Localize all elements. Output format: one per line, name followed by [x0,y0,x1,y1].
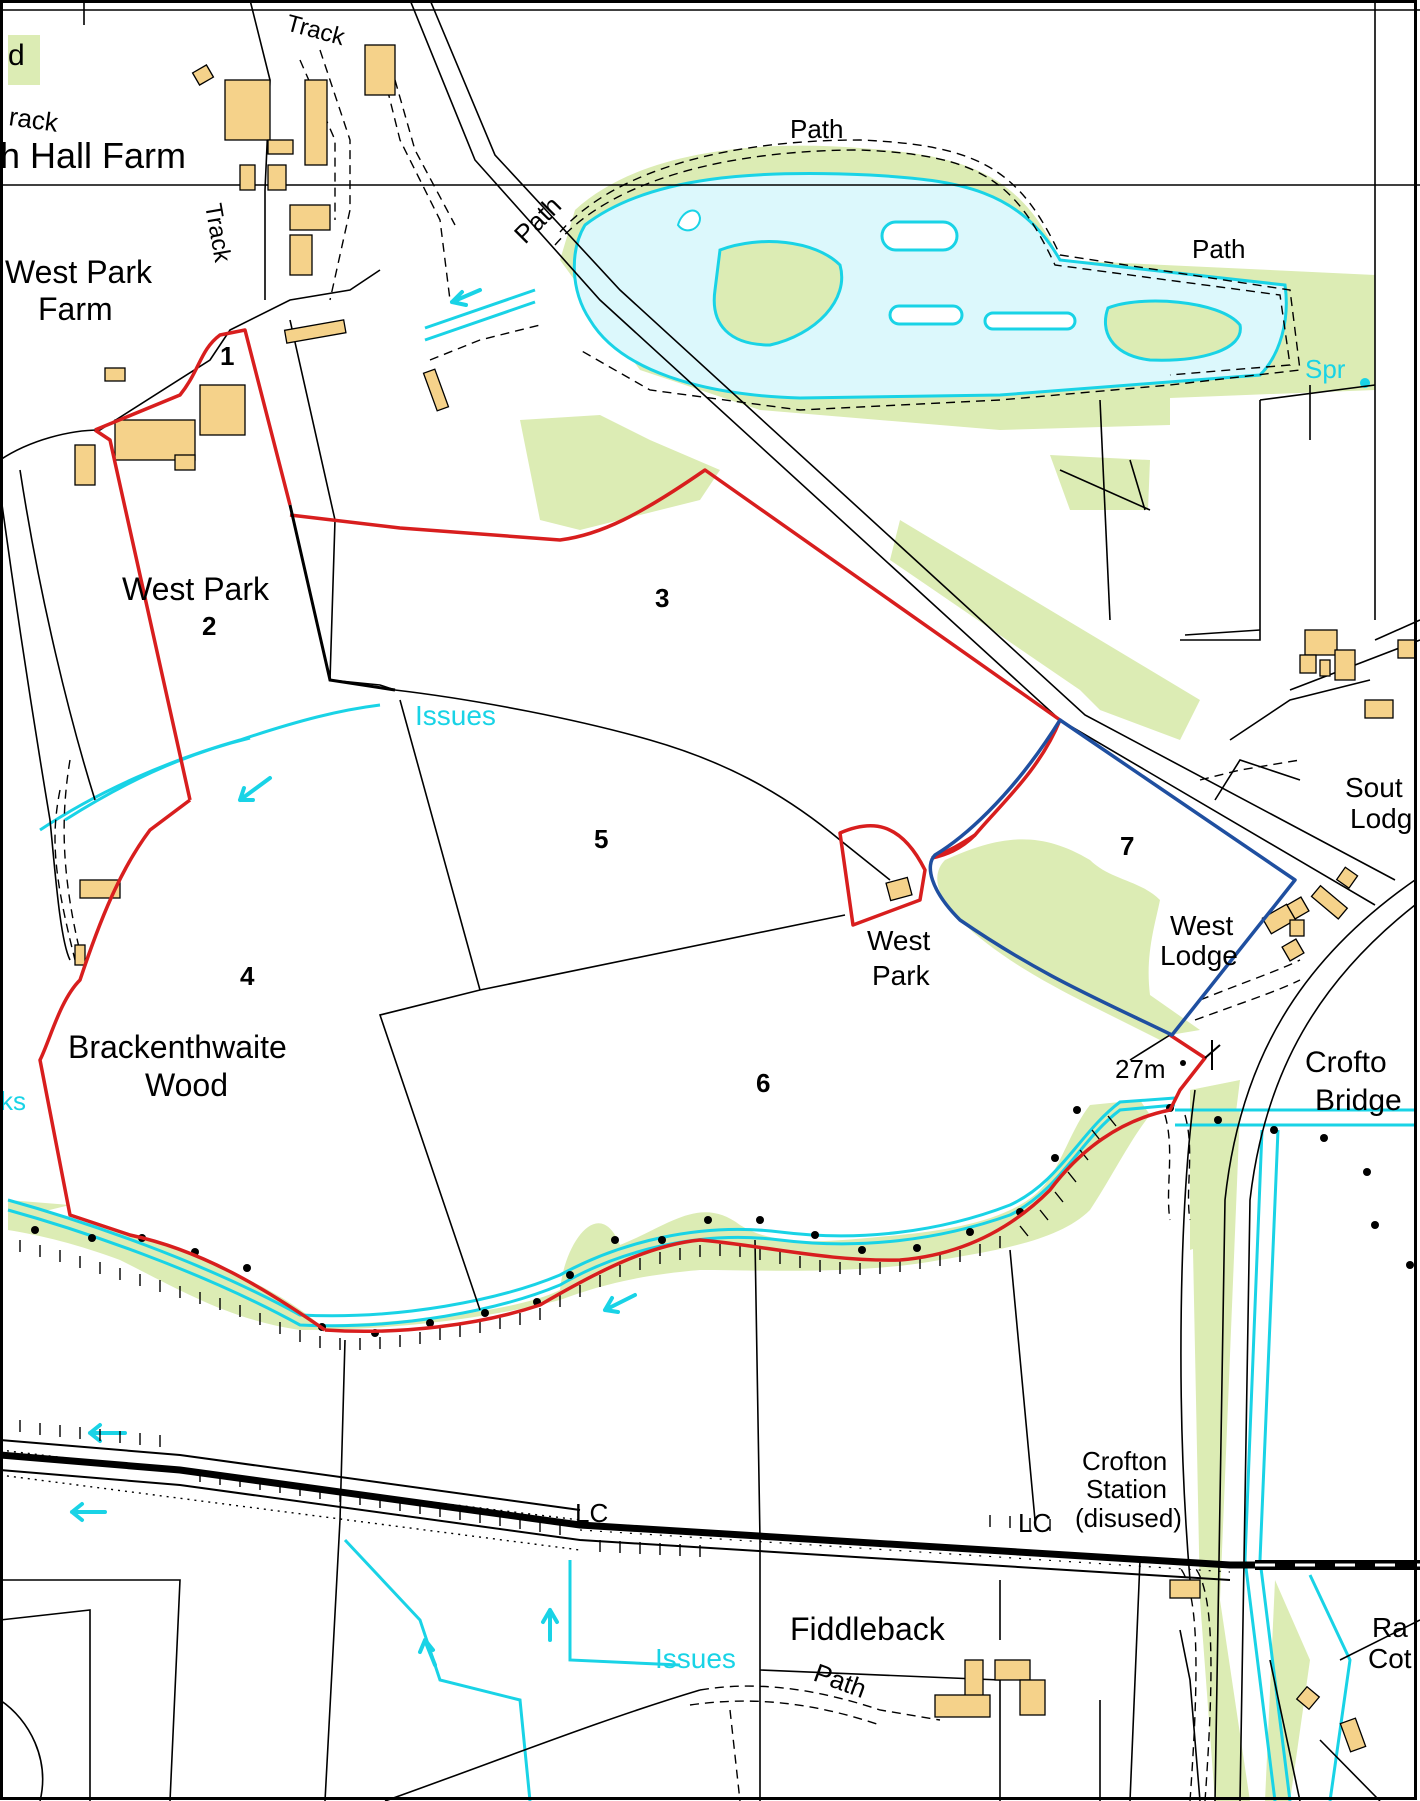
plot-2-boundary [94,428,192,801]
feature-label: LC [1018,1508,1051,1538]
bridleway-stub [1204,1040,1221,1070]
watercourses [7,288,1415,1801]
feature-label: Path [790,114,844,144]
lake [572,171,1370,400]
place-label: Lodge [1160,940,1238,971]
place-label: Fiddleback [790,1611,946,1647]
place-label: Brackenthwaite [68,1029,287,1065]
place-label: Crofton [1082,1446,1167,1476]
place-label: Cot [1368,1643,1412,1674]
place-label: West Park [5,254,153,290]
place-label: Wood [145,1067,228,1103]
place-label: Station [1086,1474,1167,1504]
place-label: Farm [38,291,113,327]
place-label: West [867,925,930,956]
plot-number: 5 [594,824,608,854]
feature-label: Track [199,201,236,265]
buildings [74,44,1417,1753]
place-label: Ra [1372,1612,1408,1643]
water-label: ks [0,1086,26,1116]
embankment-ticks [19,1115,1117,1557]
plot-number: 1 [220,341,234,371]
place-label: Lodg [1350,803,1412,834]
plot-number: 2 [202,611,216,641]
place-label: (disused) [1075,1503,1182,1533]
plot-boundaries [38,328,1207,1333]
railway [0,1439,1420,1581]
plot-number: 4 [240,961,255,991]
feature-label: Path [810,1657,871,1703]
plot-west-park-house [838,824,927,927]
place-label: West Park [122,571,270,607]
place-label: h Hall Farm [0,135,186,176]
plot-1-boundary [94,328,292,506]
paths-dashed [54,49,1301,1801]
water-label: Spr [1305,354,1346,384]
plot-6-boundary [324,1033,1207,1333]
place-label: West [1170,910,1233,941]
plot-3-boundary [289,468,1062,860]
water-label: Issues [655,1643,736,1674]
feature-label: LC [575,1498,608,1528]
flow-arrows [70,288,637,1667]
place-label: Crofto [1305,1046,1387,1079]
place-label: Park [872,960,931,991]
height-label: 27m [1115,1054,1166,1084]
plot-number: 7 [1120,831,1134,861]
plot-4-boundary [38,798,326,1332]
map-labels: d rack h Hall Farm West Park Farm West P… [0,10,1412,1704]
place-label: rack [7,101,61,138]
feature-label: Path [1192,234,1246,264]
plot-number: 6 [756,1068,770,1098]
place-label: Sout [1345,772,1403,803]
plot-7-boundary [928,718,1297,1037]
plot-2-3-divider [288,504,396,692]
feature-label: Track [283,10,348,52]
plot-number: 3 [655,583,669,613]
water-label: Issues [415,700,496,731]
place-label: d [8,39,25,72]
place-label: Bridge [1315,1084,1402,1117]
